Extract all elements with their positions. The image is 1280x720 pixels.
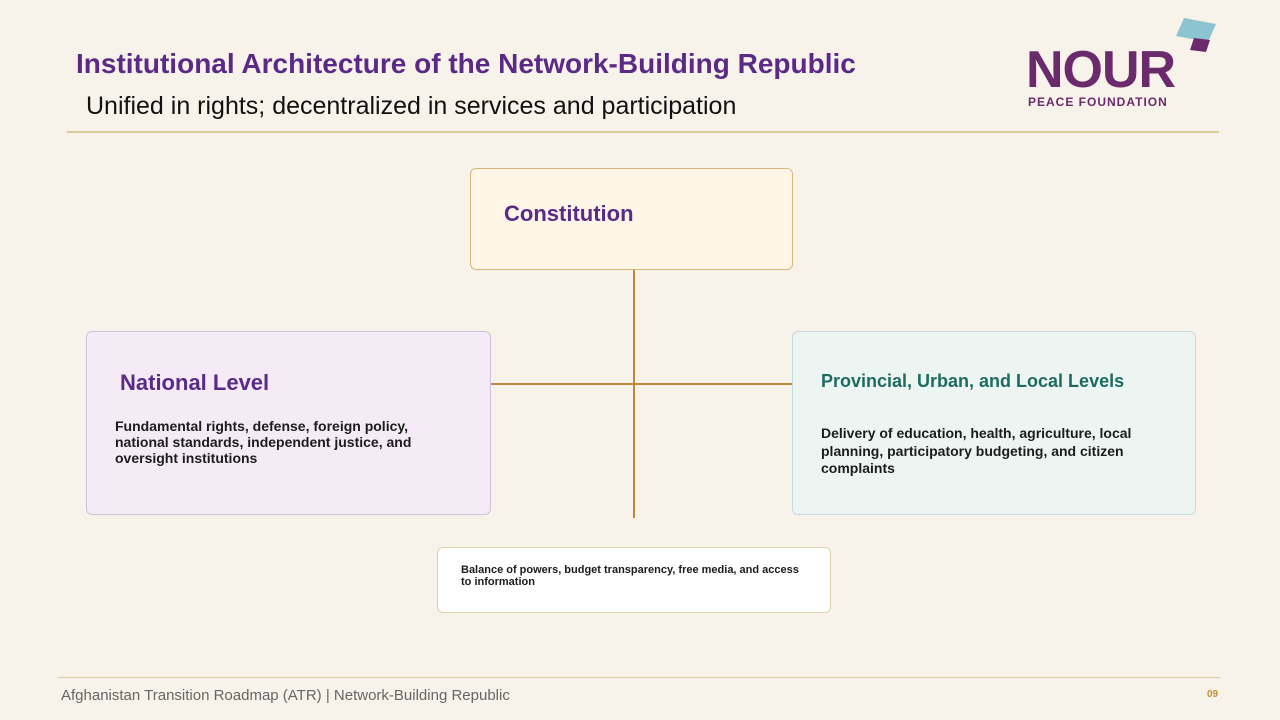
constitution-label: Constitution bbox=[504, 201, 634, 226]
page-title: Institutional Architecture of the Networ… bbox=[76, 48, 856, 79]
constitution-box: Constitution bbox=[470, 168, 793, 270]
local-levels-box: Provincial, Urban, and Local Levels Deli… bbox=[792, 331, 1196, 515]
logo-word: NOUR bbox=[1026, 41, 1176, 99]
logo-tagline: PEACE FOUNDATION bbox=[1028, 95, 1168, 109]
national-level-label: National Level bbox=[120, 370, 270, 395]
page-number: 09 bbox=[1207, 689, 1219, 700]
local-levels-description: Delivery of education, health, agricultu… bbox=[821, 425, 1132, 476]
footer-divider bbox=[58, 677, 1220, 678]
national-level-box: National Level Fundamental rights, defen… bbox=[86, 331, 491, 515]
page-subtitle: Unified in rights; decentralized in serv… bbox=[86, 92, 737, 120]
balance-description: Balance of powers, budget transparency, … bbox=[461, 564, 799, 588]
header-divider bbox=[67, 131, 1219, 133]
national-level-description: Fundamental rights, defense, foreign pol… bbox=[115, 418, 412, 466]
local-levels-label: Provincial, Urban, and Local Levels bbox=[821, 371, 1125, 391]
connector-vertical bbox=[633, 270, 635, 518]
footer-text: Afghanistan Transition Roadmap (ATR) | N… bbox=[61, 687, 510, 704]
connector-horizontal bbox=[491, 383, 792, 385]
logo: NOUR PEACE FOUNDATION bbox=[1026, 18, 1216, 110]
balance-box: Balance of powers, budget transparency, … bbox=[437, 547, 831, 613]
nour-logo-mark-icon bbox=[1176, 18, 1216, 52]
